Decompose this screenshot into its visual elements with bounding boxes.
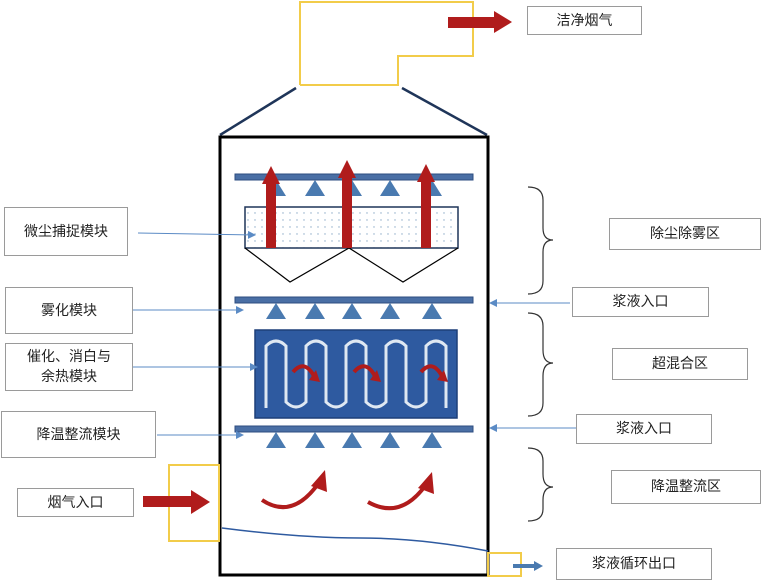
slurry-inlet-bottom-label: 浆液入口 [576,414,712,444]
flue-gas-inlet-text: 烟气入口 [47,494,104,511]
slurry-outlet-text: 浆液循环出口 [592,556,676,572]
serpentine-coil [264,339,448,409]
dust-mist-zone-text: 除尘除雾区 [650,226,720,242]
nozzle-triangle-icon [342,303,362,319]
dust-capture-module-text: 微尘捕捉模块 [24,223,108,240]
exhaust-stack-outline [299,1,474,86]
leader-dust-capture [137,230,256,239]
bracket-cooling-zone [527,447,554,522]
nozzle-triangle-icon [380,180,400,196]
dust-capture-hopper [244,247,459,283]
tower-body [218,135,490,577]
red-up-arrow-icon [338,160,356,248]
nozzle-triangle-icon [422,432,442,448]
bracket-super-mixing-zone [527,312,554,417]
red-right-arrow-icon [143,490,210,514]
slurry-inlet-bottom-text: 浆液入口 [616,421,672,437]
catalysis-module-label: 催化、消白与 余热模块 [5,343,133,391]
clean-gas-label: 洁净烟气 [527,6,642,35]
nozzle-triangle-icon [305,180,325,196]
cooling-zone-text: 降温整流区 [651,479,721,495]
nozzle-triangle-icon [266,432,286,448]
hood-line-left [219,86,297,137]
red-up-arrow-icon [417,164,435,248]
nozzle-triangle-icon [305,432,325,448]
nozzle-triangle-icon [380,432,400,448]
cooling-module-text: 降温整流模块 [36,426,121,443]
dust-capture-module-label: 微尘捕捉模块 [4,207,128,256]
curved-red-arrow-icon [260,470,327,510]
curved-red-arrow-icon [419,364,448,382]
atomization-module-text: 雾化模块 [41,302,97,319]
nozzle-row-middle [266,303,442,319]
curved-red-arrow-icon [291,364,320,382]
super-mixing-zone-label: 超混合区 [612,348,748,380]
cooling-module-label: 降温整流模块 [1,411,156,458]
super-mixing-zone-text: 超混合区 [652,356,708,372]
hood-line-right [401,86,488,137]
red-right-arrow-icon [448,11,512,33]
dust-mist-zone-label: 除尘除雾区 [609,218,761,250]
spray-pipe-middle [234,296,474,304]
nozzle-row-top [266,180,442,196]
slurry-level-line [221,527,489,552]
atomization-module-label: 雾化模块 [5,287,133,334]
slurry-inlet-top-text: 浆液入口 [612,294,669,310]
spray-pipe-bottom [234,425,474,433]
flue-gas-inlet-label: 烟气入口 [17,488,134,517]
nozzle-triangle-icon [266,303,286,319]
slurry-inlet-top-label: 浆液入口 [572,287,709,317]
slurry-outlet-label: 浆液循环出口 [556,548,712,580]
cooling-zone-label: 降温整流区 [611,470,761,504]
nozzle-triangle-icon [422,303,442,319]
clean-gas-text: 洁净烟气 [556,12,613,29]
red-up-arrow-icon [262,166,280,248]
blue-right-arrow-icon [513,561,543,571]
nozzle-triangle-icon [380,303,400,319]
catalysis-module-text-line2: 余热模块 [41,369,97,385]
nozzle-triangle-icon [342,432,362,448]
bracket-dust-mist-zone [527,186,554,295]
nozzle-triangle-icon [305,303,325,319]
catalysis-module-text-line1: 催化、消白与 [27,349,111,365]
curved-red-arrow-icon [367,472,434,511]
nozzle-row-bottom [266,432,442,448]
curved-red-arrow-icon [352,364,381,382]
